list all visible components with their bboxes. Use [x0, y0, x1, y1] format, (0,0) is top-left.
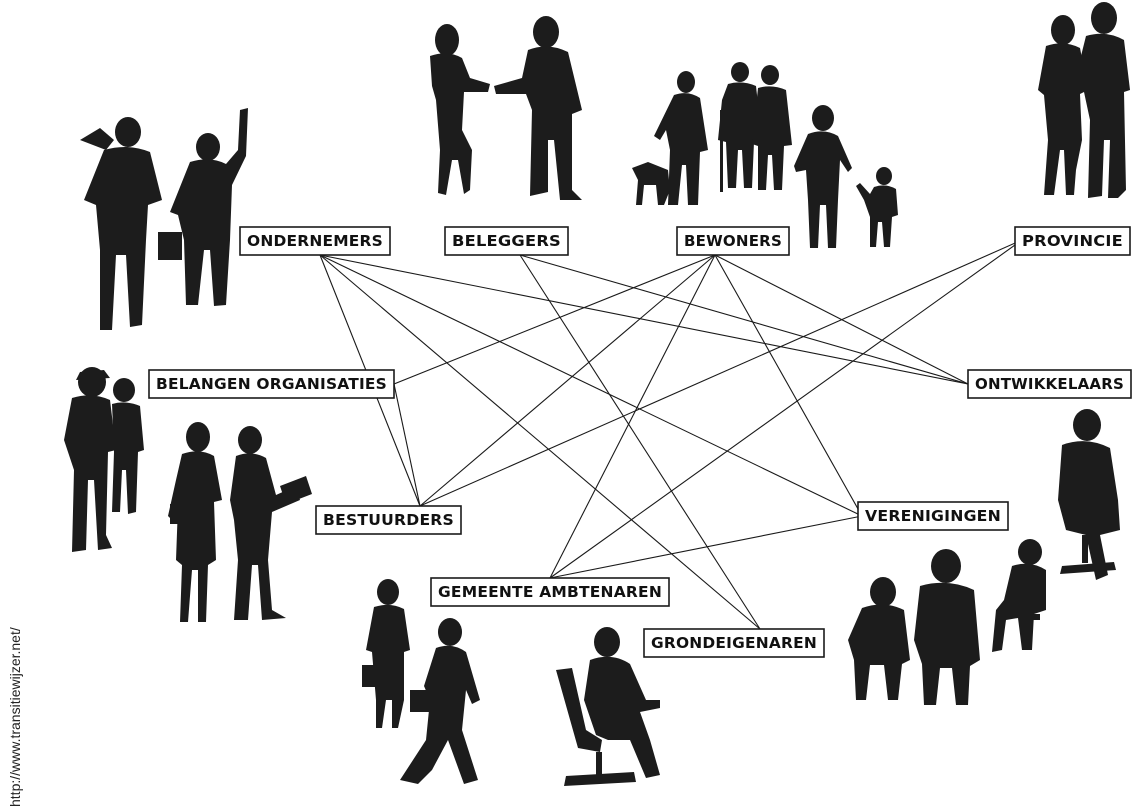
edge-belangen-bestuurders	[393, 383, 421, 507]
stakeholder-labels: ONDERNEMERS BELEGGERS BEWONERS PROVINCIE BEL…	[148, 226, 1132, 658]
node-verenigingen: VERENIGINGEN	[857, 501, 1009, 531]
source-url: http://www.transitiewijzer.net/	[7, 627, 23, 807]
node-gemeente: GEMEENTE AMBTENAREN	[430, 577, 670, 607]
silhouettes	[64, 2, 1130, 786]
edge-beleggers-ontwikkelaars	[519, 254, 969, 385]
silhouette-gemeente-group	[362, 579, 480, 784]
node-label-bewoners: BEWONERS	[684, 232, 782, 250]
silhouette-bestuurders-group	[168, 422, 312, 622]
node-provincie: PROVINCIE	[1014, 226, 1131, 256]
edge-provincie-gemeente	[549, 239, 1023, 579]
silhouette-provincie-group	[1038, 2, 1130, 198]
node-box-ondernemers	[239, 226, 391, 256]
node-ontwikkelaars: ONTWIKKELAARS	[967, 369, 1132, 399]
edge-bewoners-bestuurders	[419, 254, 716, 507]
node-box-bewoners	[676, 226, 790, 256]
node-box-verenigingen	[857, 501, 1009, 531]
node-bestuurders: BESTUURDERS	[315, 505, 462, 535]
edge-bewoners-gemeente	[549, 254, 716, 579]
edge-bewoners-belangen	[393, 254, 716, 385]
silhouette-bewoners-group	[632, 62, 898, 248]
node-grondeigenaren: GRONDEIGENAREN	[643, 628, 825, 658]
node-label-verenigingen: VERENIGINGEN	[865, 507, 1001, 525]
node-label-bestuurders: BESTUURDERS	[323, 511, 454, 529]
node-beleggers: BELEGGERS	[444, 226, 569, 256]
edge-provincie-bestuurders	[419, 239, 1023, 507]
node-box-ontwikkelaars	[967, 369, 1132, 399]
edge-bewoners-verenigingen	[714, 254, 863, 517]
node-label-belangen: BELANGEN ORGANISATIES	[156, 375, 387, 393]
node-box-beleggers	[444, 226, 569, 256]
node-ondernemers: ONDERNEMERS	[239, 226, 391, 256]
node-label-provincie: PROVINCIE	[1022, 232, 1123, 250]
silhouette-verenigingen-group	[848, 539, 1046, 705]
node-label-grondeigenaren: GRONDEIGENAREN	[651, 634, 817, 652]
silhouette-ontwikkelaars-group	[1058, 409, 1120, 580]
node-label-beleggers: BELEGGERS	[452, 232, 561, 250]
edge-beleggers-grondeigenaren	[519, 254, 761, 630]
node-box-provincie	[1014, 226, 1131, 256]
node-label-ontwikkelaars: ONTWIKKELAARS	[975, 375, 1124, 393]
silhouette-grondeigenaren-group	[556, 627, 660, 786]
silhouette-ondernemers-group	[80, 108, 248, 330]
silhouette-beleggers-group	[430, 16, 582, 200]
edge-verenigingen-gemeente	[549, 515, 863, 579]
edge-ondernemers-ontwikkelaars	[319, 254, 969, 385]
edge-ondernemers-verenigingen	[319, 254, 863, 517]
node-label-gemeente: GEMEENTE AMBTENAREN	[438, 583, 662, 601]
node-belangen: BELANGEN ORGANISATIES	[148, 369, 395, 399]
node-box-bestuurders	[315, 505, 462, 535]
node-box-gemeente	[430, 577, 670, 607]
connection-lines	[319, 239, 1023, 630]
silhouette-belangen-group	[64, 367, 144, 552]
node-box-belangen	[148, 369, 395, 399]
edge-ondernemers-grondeigenaren	[319, 254, 761, 630]
node-box-grondeigenaren	[643, 628, 825, 658]
node-label-ondernemers: ONDERNEMERS	[247, 232, 383, 250]
node-bewoners: BEWONERS	[676, 226, 790, 256]
